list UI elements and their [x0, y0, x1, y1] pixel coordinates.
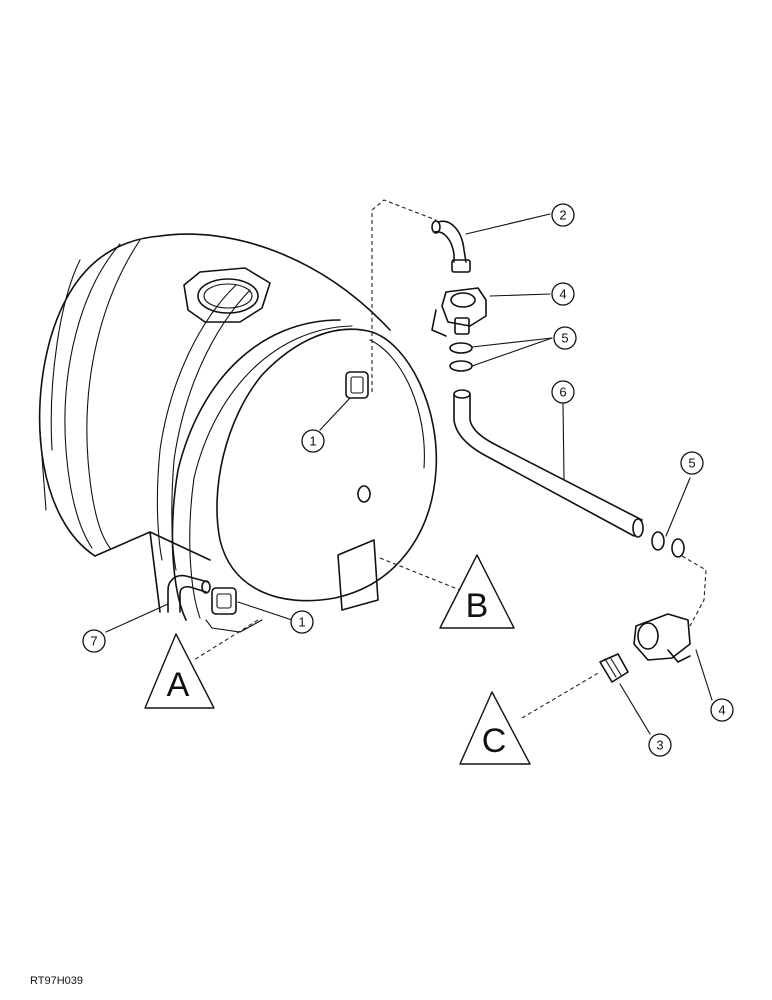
figure-code: RT97H039 — [30, 975, 83, 987]
callout-6: 6 — [551, 380, 575, 404]
svg-text:1: 1 — [298, 615, 305, 630]
tank — [38, 233, 438, 633]
reference-triangle-a: A — [144, 633, 215, 709]
leader-lines — [105, 213, 713, 735]
callout-1-lower: 1 — [290, 610, 314, 634]
svg-text:3: 3 — [656, 738, 663, 753]
svg-text:7: 7 — [90, 634, 97, 649]
svg-text:A: A — [167, 666, 190, 704]
callout-1-upper: 1 — [301, 429, 325, 453]
svg-text:4: 4 — [559, 287, 566, 302]
callout-3: 3 — [648, 733, 672, 757]
callout-2: 2 — [551, 203, 575, 227]
svg-text:6: 6 — [559, 385, 566, 400]
reference-triangle-c: C — [459, 691, 531, 765]
flow-lines — [193, 199, 707, 719]
callout-7: 7 — [82, 629, 106, 653]
callout-5-lower: 5 — [680, 451, 704, 475]
callout-4-lower: 4 — [710, 698, 734, 722]
svg-text:4: 4 — [718, 703, 725, 718]
parts — [431, 220, 691, 683]
svg-text:B: B — [466, 587, 489, 625]
svg-text:C: C — [482, 722, 507, 760]
svg-text:1: 1 — [309, 434, 316, 449]
svg-text:5: 5 — [688, 456, 695, 471]
callout-4-upper: 4 — [551, 282, 575, 306]
reference-triangle-b: B — [439, 554, 515, 629]
svg-text:2: 2 — [559, 208, 566, 223]
svg-text:5: 5 — [561, 331, 568, 346]
callout-5-upper: 5 — [553, 326, 577, 350]
